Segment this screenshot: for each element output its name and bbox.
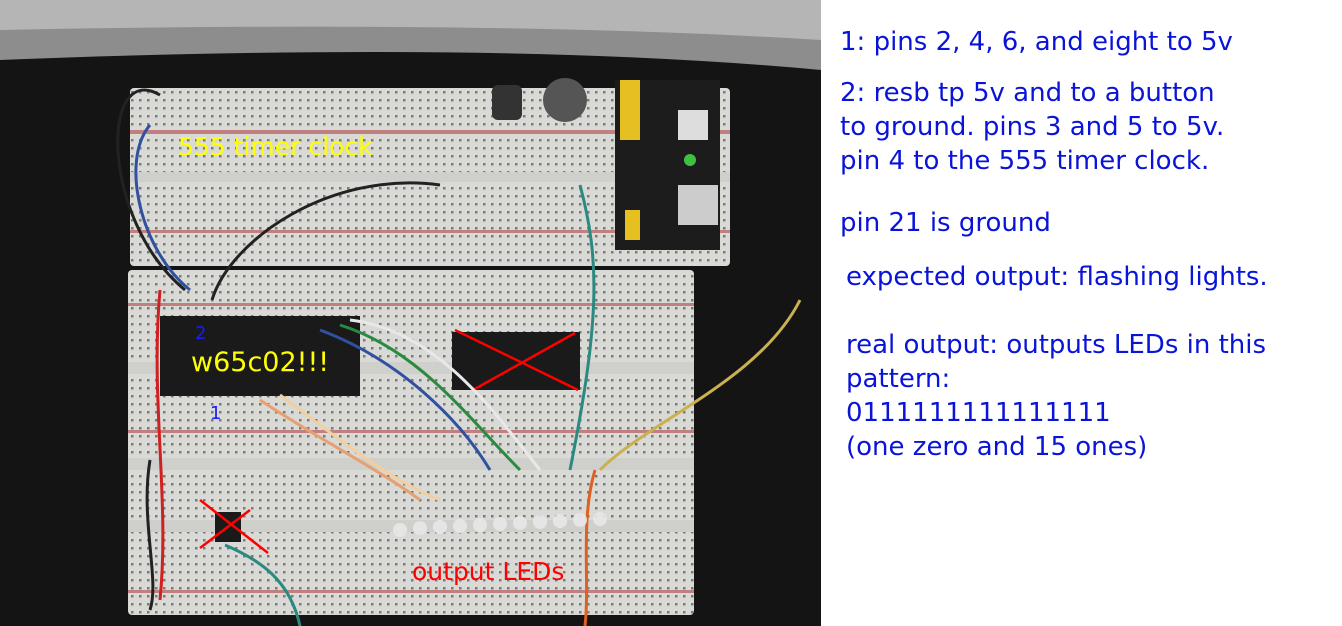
red-cross-mark xyxy=(454,328,579,392)
label-555-timer-clock: 555 timer clock xyxy=(178,132,373,161)
label-marker-2: 2 xyxy=(195,323,207,344)
potentiometer xyxy=(543,78,587,122)
cpu-chip xyxy=(160,316,360,396)
note-2-line-3: pin 4 to the 555 timer clock. xyxy=(840,146,1210,176)
note-2-line-1: 2: resb tp 5v and to a button xyxy=(840,78,1215,108)
breadboard-illustration xyxy=(0,0,821,626)
note-real-output-line-4: (one zero and 15 ones) xyxy=(846,432,1148,462)
breadboard-photo: 555 timer clock w65c02!!! 2 1 output LED… xyxy=(0,0,821,626)
note-ground: pin 21 is ground xyxy=(840,208,1051,238)
wires xyxy=(116,88,802,626)
push-button xyxy=(492,85,522,120)
power-module xyxy=(615,80,720,250)
red-cross-mark xyxy=(199,499,269,554)
note-real-output-line-2: pattern: xyxy=(846,364,951,394)
red-cross-mark xyxy=(199,509,251,549)
note-led-pattern: 0111111111111111 xyxy=(846,398,1111,428)
note-real-output-line-1: real output: outputs LEDs in this xyxy=(846,330,1267,360)
output-led-row xyxy=(393,512,607,537)
note-expected-output: expected output: flashing lights. xyxy=(846,262,1268,292)
label-cpu: w65c02!!! xyxy=(191,347,330,378)
label-marker-1: 1 xyxy=(210,403,222,424)
note-1: 1: pins 2, 4, 6, and eight to 5v xyxy=(840,27,1233,57)
red-cross-mark xyxy=(472,331,576,392)
note-2-line-2: to ground. pins 3 and 5 to 5v. xyxy=(840,112,1225,142)
label-output-leds: output LEDs xyxy=(412,557,565,586)
